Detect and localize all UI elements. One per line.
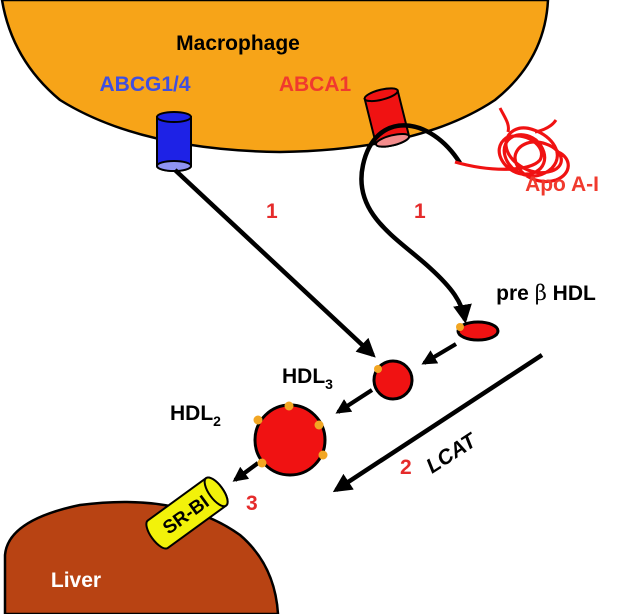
abca1-transporter <box>363 87 411 148</box>
abcg-efflux-arrow <box>173 168 376 358</box>
step-1-abca1: 1 <box>414 200 426 223</box>
hdl3-particle <box>372 359 414 401</box>
pre-beta-hdl-label: pre β HDL <box>496 281 596 305</box>
abcg-transporter <box>156 111 192 172</box>
hdl3-to-hdl2-arrow <box>335 388 374 414</box>
apo-ai-label: Apo A-I <box>525 173 599 196</box>
pre-beta-to-hdl3-arrow <box>421 342 458 365</box>
hdl2-to-srbi-arrow <box>232 461 260 482</box>
lcat-arrow <box>332 353 544 493</box>
hdl2-label: HDL2 <box>170 402 221 429</box>
apo-ai-helix <box>454 126 570 184</box>
macrophage-cell <box>0 0 550 154</box>
abcg-label: ABCG1/4 <box>99 73 190 96</box>
step-3-uptake: 3 <box>246 492 258 515</box>
lcat-label: LCAT <box>422 428 482 478</box>
liver-cell <box>3 500 280 614</box>
hdl3-label: HDL3 <box>282 365 333 392</box>
step-1-abcg: 1 <box>266 200 278 223</box>
step-2-lcat-number: 2 <box>400 456 412 479</box>
macrophage-label: Macrophage <box>176 32 300 55</box>
abca1-efflux-loop <box>359 123 472 324</box>
liver-label: Liver <box>51 569 101 592</box>
apo-ai-strand <box>498 107 558 134</box>
hdl2-particle <box>253 401 328 477</box>
abca1-label: ABCA1 <box>279 73 352 96</box>
pre-beta-hdl-particle <box>456 320 500 342</box>
